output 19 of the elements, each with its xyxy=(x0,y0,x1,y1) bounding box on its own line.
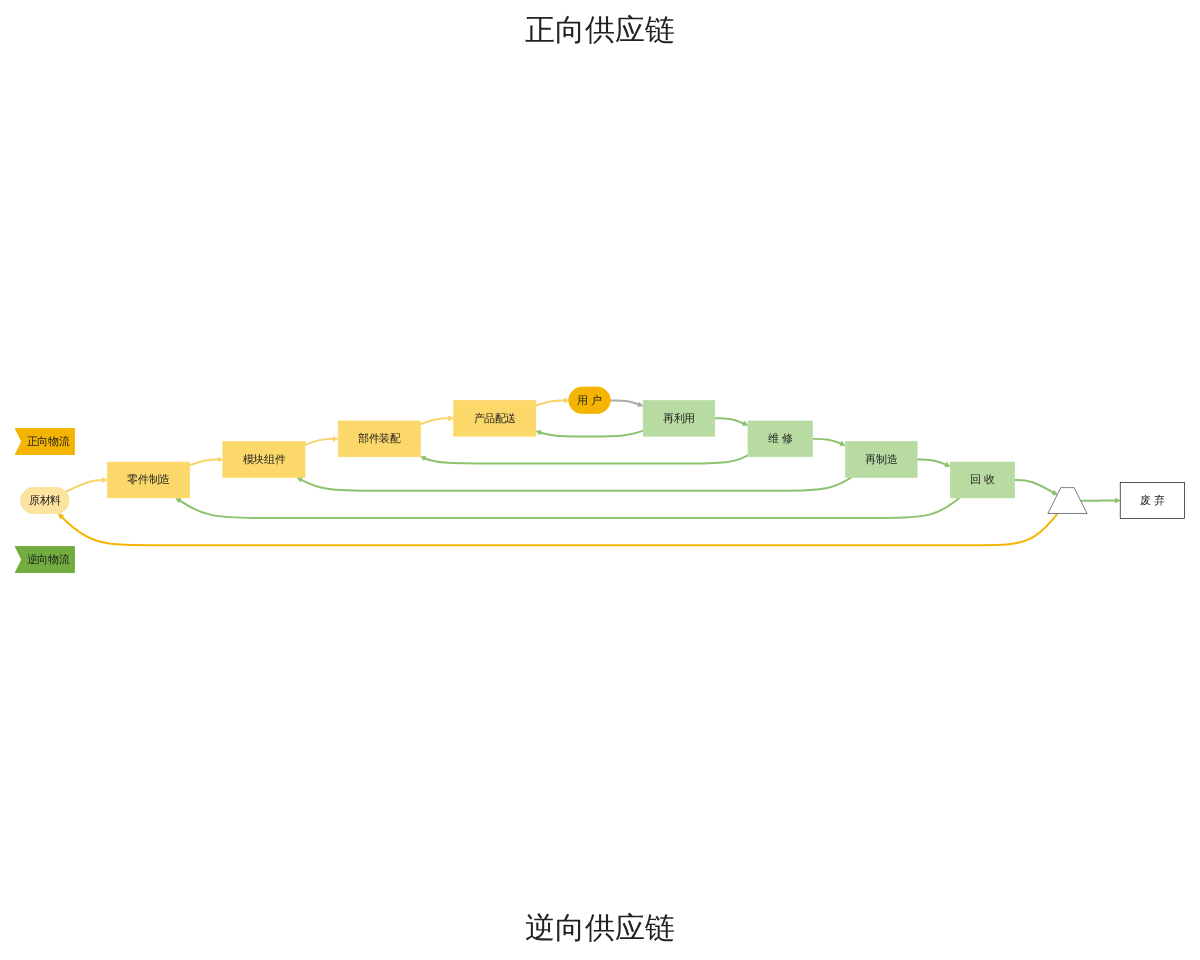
arrow xyxy=(713,417,749,427)
arrow xyxy=(534,397,570,407)
arrow xyxy=(609,399,644,408)
diagram-caption: 逆向供应链 xyxy=(525,910,675,948)
arrow xyxy=(1079,497,1121,504)
arrow xyxy=(304,436,339,446)
arrow xyxy=(1013,479,1058,496)
arrow xyxy=(811,437,846,447)
diagram-title: 正向供应链 xyxy=(525,12,675,50)
arrow xyxy=(64,477,108,493)
arrow xyxy=(188,456,224,467)
arrow xyxy=(535,429,645,438)
arrow xyxy=(296,476,853,492)
node-bin xyxy=(1047,487,1088,514)
arrow xyxy=(420,454,749,465)
arrow xyxy=(916,458,951,468)
arrow xyxy=(175,497,961,520)
arrow xyxy=(58,512,1059,547)
arrow xyxy=(419,415,454,426)
